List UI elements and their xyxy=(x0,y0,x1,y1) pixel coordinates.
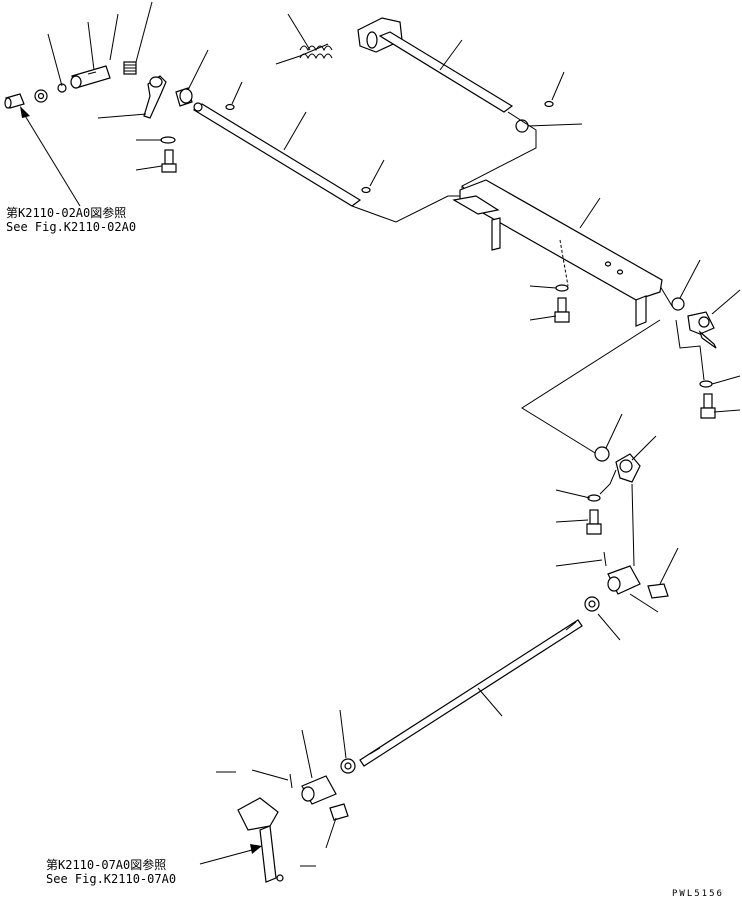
bolt-middle xyxy=(586,509,602,535)
reference-note-upper-ja: 第K2110-02A0図参照 xyxy=(6,206,127,220)
cotter-pin-bottom xyxy=(289,773,293,789)
key-1 xyxy=(225,103,235,111)
leader-lines xyxy=(47,1,741,867)
pin-bottom xyxy=(329,803,349,821)
reference-arrow-upper xyxy=(20,106,81,207)
reference-note-lower-en: See Fig.K2110-07A0 xyxy=(46,872,177,886)
washer-upper-left xyxy=(160,136,176,144)
washer-right xyxy=(699,380,713,388)
reference-arrow-lower xyxy=(199,844,262,865)
nut-left xyxy=(34,89,48,103)
lever-middle xyxy=(615,453,641,567)
bolt-upper-left xyxy=(161,149,177,173)
plate-right xyxy=(452,179,663,327)
key-3 xyxy=(544,100,554,108)
cotter-pin-middle xyxy=(603,551,607,567)
bushing-plate xyxy=(671,297,685,311)
pin-right xyxy=(647,583,669,599)
lever-right xyxy=(687,311,717,349)
reference-note-upper: 第K2110-02A0図参照 See Fig.K2110-02A0 xyxy=(6,206,136,234)
reference-note-lower: 第K2110-07A0図参照 See Fig.K2110-07A0 xyxy=(46,858,176,886)
bracket-top xyxy=(357,17,403,53)
clevis-bottom xyxy=(301,775,337,805)
key-2 xyxy=(361,186,371,194)
bolt-right xyxy=(700,393,716,419)
threaded-rod xyxy=(359,619,583,767)
washer-small-1 xyxy=(57,83,67,93)
bushing-middle xyxy=(594,446,610,462)
bolt-plate xyxy=(554,297,570,323)
shaft-upper-right xyxy=(378,31,514,113)
drawing-code: PWL5156 xyxy=(672,889,724,899)
lever-link-line xyxy=(599,469,617,495)
lever-bottom xyxy=(237,797,284,883)
shaft-upper-left xyxy=(192,102,362,207)
bushing-right xyxy=(515,119,529,133)
bushing-upper-left xyxy=(175,87,193,107)
nut-right xyxy=(584,596,600,612)
reference-note-lower-ja: 第K2110-07A0図参照 xyxy=(46,858,167,872)
washer-plate xyxy=(555,284,569,292)
pin-left xyxy=(4,93,25,109)
spring-coil-small xyxy=(123,61,137,75)
clevis-right xyxy=(607,565,641,595)
clevis-block xyxy=(70,65,111,89)
reference-note-upper-en: See Fig.K2110-02A0 xyxy=(6,220,137,234)
lever-upper-left xyxy=(143,75,167,119)
nut-bottom xyxy=(340,758,356,774)
spring-upper xyxy=(275,43,333,65)
